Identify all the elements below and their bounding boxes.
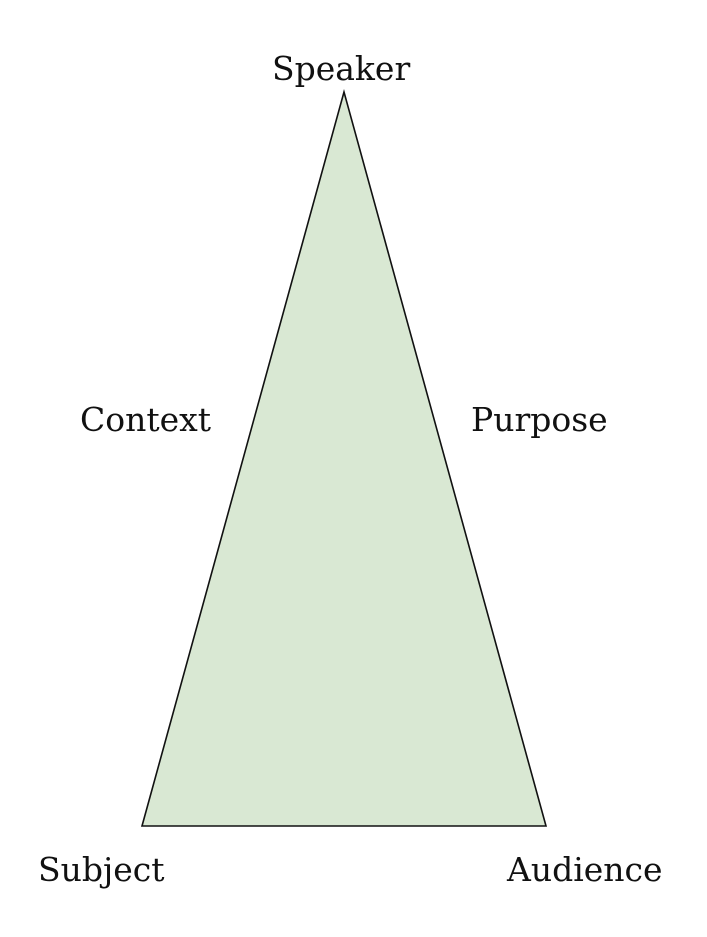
vertex-label-subject: Subject	[38, 850, 165, 889]
rhetorical-triangle	[140, 88, 548, 827]
vertex-label-speaker: Speaker	[272, 49, 411, 88]
vertex-label-audience: Audience	[507, 850, 663, 889]
side-label-context: Context	[80, 400, 212, 439]
side-label-purpose: Purpose	[471, 400, 608, 439]
